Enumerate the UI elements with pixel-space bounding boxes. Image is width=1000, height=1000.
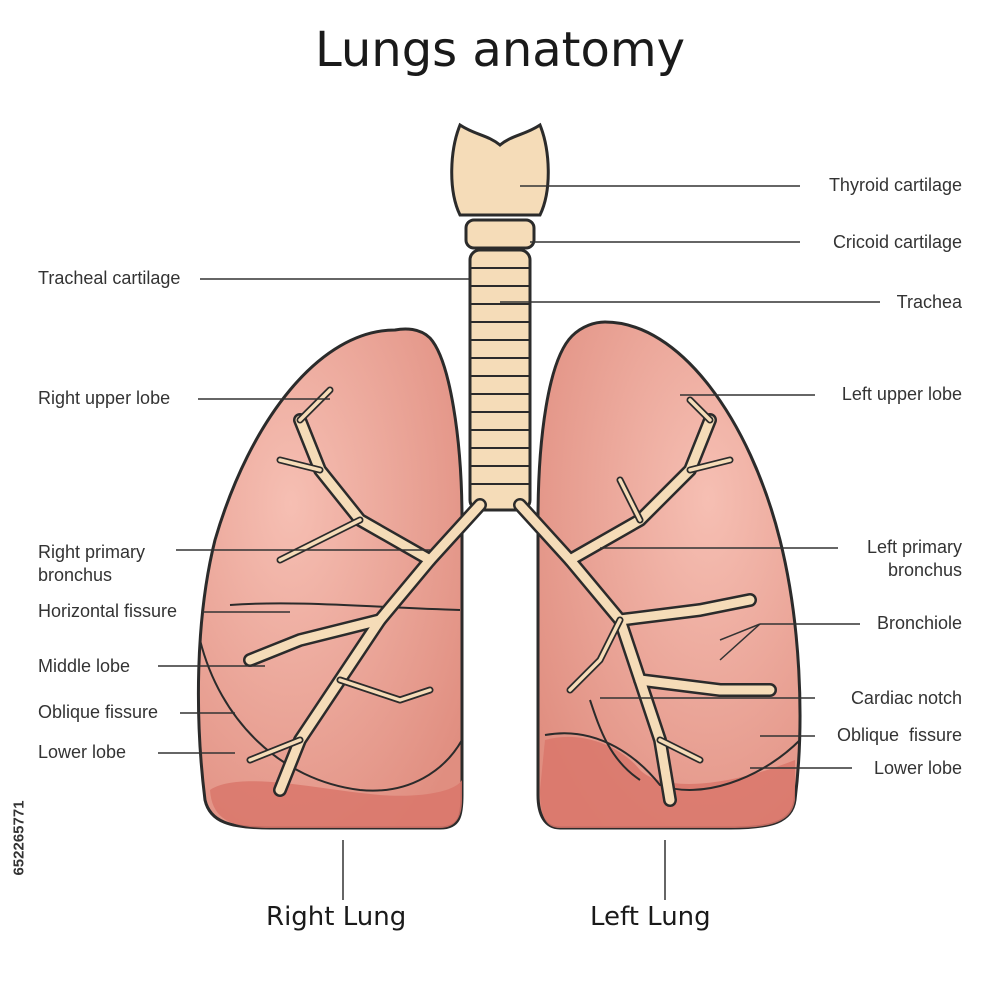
left-lung xyxy=(536,320,802,830)
caption-right-lung: Right Lung xyxy=(266,902,407,932)
label-right-primary-bronchus: Right primary bronchus xyxy=(38,542,146,585)
label-tracheal-cartilage: Tracheal cartilage xyxy=(38,268,181,288)
label-left-primary-bronchus: Left primary bronchus xyxy=(866,537,962,580)
trachea-group xyxy=(450,122,550,512)
left-oblique-fissure-line xyxy=(544,732,801,791)
diagram-title: Lungs anatomy xyxy=(314,22,686,78)
label-cardiac-notch: Cardiac notch xyxy=(850,688,962,708)
right-lower-lobe-base xyxy=(210,780,462,828)
label-lower-lobe-left: Lower lobe xyxy=(873,758,962,778)
label-thyroid-cartilage: Thyroid cartilage xyxy=(828,175,962,195)
cardiac-notch-line xyxy=(589,699,641,781)
trachea-tube xyxy=(468,248,532,512)
label-bronchiole: Bronchiole xyxy=(876,613,962,633)
label-lower-lobe-right: Lower lobe xyxy=(38,742,127,762)
thyroid-cartilage-shape xyxy=(450,122,550,217)
right-lung-body xyxy=(196,327,464,830)
label-trachea: Trachea xyxy=(896,292,962,312)
stock-id-text: 652265771 xyxy=(10,800,28,876)
right-horizontal-fissure-line xyxy=(229,602,461,611)
stock-id-watermark: 652265771 xyxy=(4,768,34,908)
label-cricoid-cartilage: Cricoid cartilage xyxy=(832,232,962,252)
label-horizontal-fissure: Horizontal fissure xyxy=(38,601,178,621)
tracheal-rings xyxy=(471,267,529,485)
leader-lines xyxy=(158,185,880,900)
label-oblique-fissure-right: Oblique fissure xyxy=(38,702,159,722)
label-left-upper-lobe: Left upper lobe xyxy=(841,384,962,404)
label-right-upper-lobe: Right upper lobe xyxy=(38,388,171,408)
cricoid-cartilage-shape xyxy=(464,218,536,250)
right-oblique-fissure-line xyxy=(199,639,463,792)
label-oblique-fissure-left: Oblique fissure xyxy=(836,725,962,745)
label-middle-lobe: Middle lobe xyxy=(38,656,131,676)
caption-left-lung: Left Lung xyxy=(590,902,711,932)
bronchial-tree xyxy=(243,386,777,807)
right-lung xyxy=(196,327,464,830)
